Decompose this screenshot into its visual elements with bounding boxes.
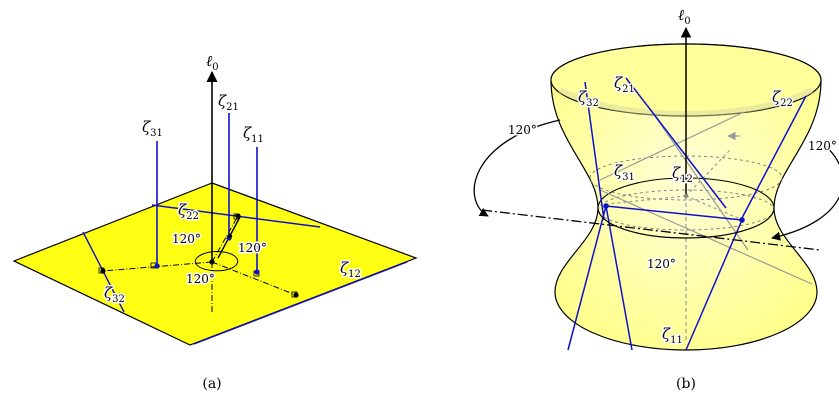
hidden-line-2 [647,105,749,251]
label-zeta-32-b: ζ32 [578,88,599,109]
label-zeta-31-b: ζ31 [614,162,635,183]
waist-front-arc-b [597,207,775,239]
angle-arc-bottom-a [195,263,233,272]
label-zeta-32-a: ζ32 [104,284,125,305]
projection-to-zeta-12 [211,261,297,296]
point-right-b [739,217,745,223]
panel-a: ℓ0 ζ31 ζ21 ζ11 ζ22 ζ32 ζ12 120° 120° 120… [12,52,418,392]
hidden-radius-3 [685,149,731,197]
foot-zeta-11 [254,269,260,275]
label-zeta-12-a: ζ12 [340,259,361,280]
angle-label-a-3: 120° [186,272,215,286]
angle-arc-top-a [194,251,225,265]
angle-label-a-1: 120° [172,232,201,246]
angle-arc-right-a [223,251,239,269]
label-zeta-12-b: ζ12 [672,164,693,185]
label-zeta-21-b: ζ21 [614,74,635,95]
points-a [100,213,299,298]
angle-label-b-2: 120° [808,139,837,153]
caption-a: (a) [202,376,221,392]
line-zeta-11-b [685,219,743,351]
label-zeta-21-a: ζ21 [218,92,239,113]
line-zeta-31-b [605,205,633,351]
label-zeta-31-a: ζ31 [142,118,163,139]
line-zeta-21-b [625,77,727,209]
projection-to-zeta-32 [102,261,213,272]
line-zeta-12-a [193,261,408,345]
foot-zeta-12 [293,292,299,298]
mid-point-a [227,233,233,239]
vertical-lines-a [156,113,258,272]
rotation-arrow-right [771,139,839,241]
angle-label-b-3: 120° [647,257,676,271]
projection-to-zeta-22 [211,215,239,263]
line-zeta-12-b [605,205,743,221]
axis-label-l0-b: ℓ0 [678,6,691,27]
origin-point-a [209,259,215,265]
axis-label-l0-a: ℓ0 [206,52,219,73]
angle-label-b-1: 120° [508,123,537,137]
angle-arcs-a [194,251,239,272]
point-left-b [603,203,609,209]
plane-a [12,182,418,346]
rotation-arrow-left [473,119,561,217]
center-point-b [683,193,689,199]
caption-b: (b) [676,376,696,392]
foot-zeta-32 [100,268,106,274]
line-zeta-22-b [741,95,807,219]
foot-zeta-22 [235,213,241,219]
rotation-axis-b [481,209,821,251]
label-zeta-11-a: ζ11 [243,124,264,145]
label-zeta-22-b: ζ22 [772,88,793,109]
line-zeta-31-b-lower [567,205,607,351]
label-zeta-11-b: ζ11 [662,325,683,346]
label-zeta-22-a: ζ22 [178,201,199,222]
angle-label-a-2: 120° [238,241,267,255]
line-zeta-32-b [584,81,605,221]
panel-b: ℓ0 ζ21 ζ32 ζ22 ζ31 ζ12 ζ11 120° 120° 120… [473,6,839,392]
points-b [603,193,745,223]
hidden-radius-1 [605,195,687,205]
generator-lines-b [567,77,807,351]
foot-zeta-31 [154,263,160,269]
dashed-ellipse-1 [589,155,783,201]
hidden-line-1 [599,111,745,181]
